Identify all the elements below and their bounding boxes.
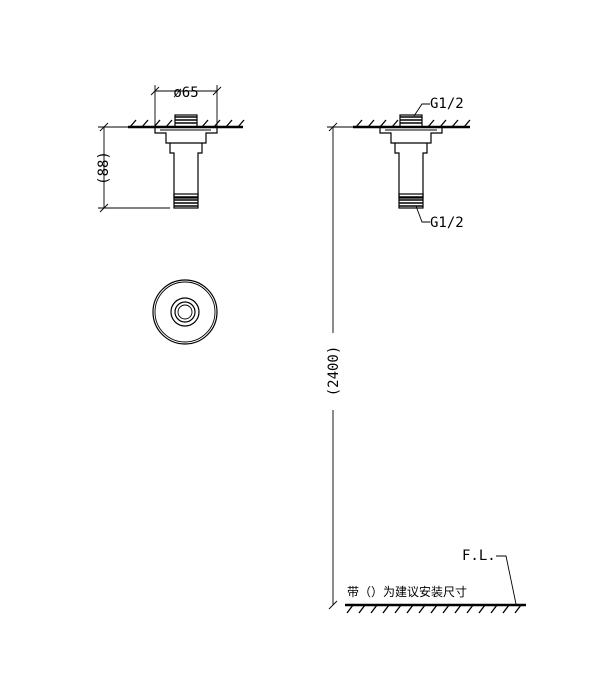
- floor-level-callout: F.L.: [462, 548, 517, 605]
- bottom-view: [152, 279, 218, 345]
- top-thread-right: [399, 114, 423, 128]
- arm-body-left: [169, 143, 203, 199]
- flange-left: [154, 127, 218, 144]
- floor-level-label: F.L.: [462, 548, 496, 564]
- top-thread-left: [174, 114, 198, 128]
- projection-label: (88): [96, 151, 112, 185]
- inlet-thread-label: G1/2: [430, 96, 464, 112]
- arm-body-right: [394, 143, 428, 199]
- height-label: (2400): [326, 346, 342, 397]
- projection-dimension: (88): [96, 122, 170, 213]
- side-view-right: G1/2 G1/2 (2400): [326, 96, 526, 614]
- flange-outer-circle: [152, 279, 218, 345]
- body-circle: [170, 297, 200, 327]
- outlet-thread-label: G1/2: [430, 215, 464, 231]
- ceiling-hatch-right: [355, 119, 471, 128]
- diameter-label: ø65: [173, 85, 198, 101]
- diameter-dimension: ø65: [150, 85, 222, 127]
- thread-circle: [174, 301, 196, 323]
- recommended-dimension-note: 带（）为建议安装尺寸: [347, 584, 467, 599]
- bottom-thread-right: [398, 193, 424, 209]
- side-view-left: ø65 (88): [96, 85, 245, 213]
- inlet-callout: G1/2: [413, 96, 464, 117]
- floor-line: [345, 603, 526, 614]
- outlet-callout: G1/2: [415, 205, 464, 231]
- flange-right: [379, 127, 443, 144]
- height-dimension: (2400): [326, 122, 353, 610]
- bottom-thread-left: [173, 193, 199, 209]
